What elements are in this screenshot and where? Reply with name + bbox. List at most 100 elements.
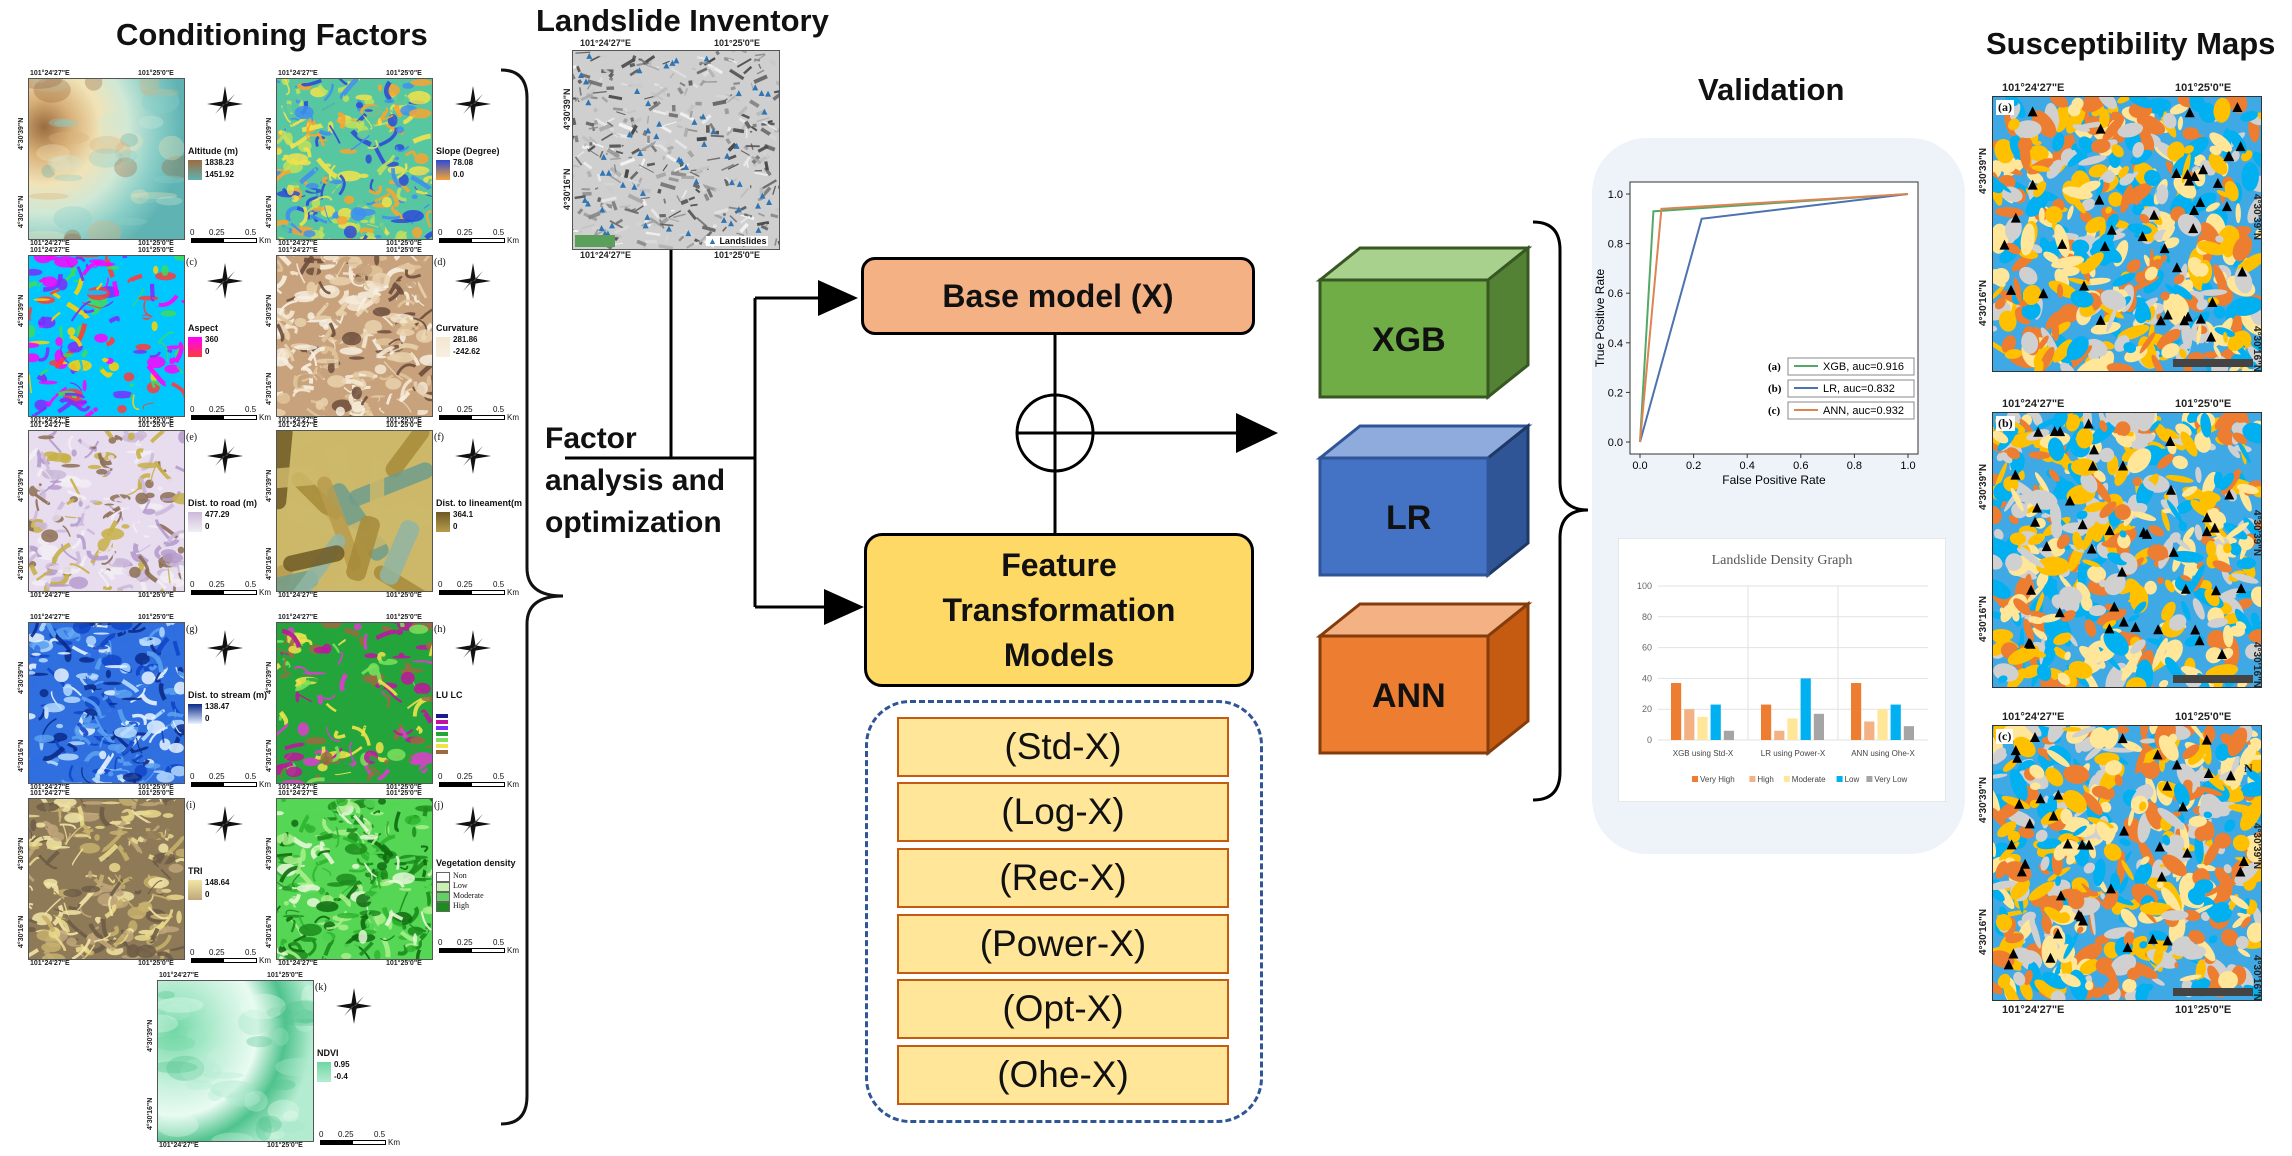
- lulc-class-swatch: [436, 720, 448, 724]
- factor-lon-west-bottom: 101°24'27"E: [30, 417, 70, 424]
- roc-legend-key: (b): [1768, 383, 1782, 395]
- factor-lon-west: 101°24'27"E: [30, 422, 70, 429]
- scale-zero: 0: [438, 228, 443, 237]
- north-arrow-icon: [207, 630, 243, 666]
- base-model-box: Base model (X): [861, 257, 1255, 335]
- susc-lat-right-bottom: 4°30'16"N: [2251, 642, 2262, 689]
- susceptibility-maps-heading: Susceptibility Maps: [1986, 26, 2276, 61]
- feature-line-3: Models: [1003, 636, 1115, 673]
- roc-legend-key: (a): [1768, 361, 1781, 373]
- density-legend-label: Moderate: [1792, 775, 1826, 784]
- scale-mid: 0.25: [338, 1130, 354, 1139]
- factor-map-i: [28, 798, 185, 960]
- north-arrow-icon: [207, 263, 243, 299]
- transform-rec: (Rec-X): [897, 848, 1229, 908]
- scale-zero: 0: [319, 1130, 324, 1139]
- roc-y-tick: 0.2: [1608, 387, 1623, 399]
- xgb-cube: [1315, 244, 1533, 401]
- density-title: Landslide Density Graph: [1712, 553, 1853, 568]
- susc-lat-right-bottom: 4°30'16"N: [2251, 955, 2262, 1002]
- susceptibility-map-label: (c): [1996, 729, 2014, 744]
- factor-lon-west-bottom: 101°24'27"E: [278, 240, 318, 247]
- inventory-legend-label: Landslides: [719, 236, 767, 246]
- scale-max: 0.5: [493, 772, 505, 781]
- factor-lon-east-bottom: 101°25'0"E: [386, 960, 422, 967]
- inventory-lon-east-top: 101°25'0"E: [714, 38, 761, 48]
- legend-high: 138.47: [205, 702, 230, 711]
- scale-unit: Km: [259, 588, 271, 597]
- factor-map-h: [276, 622, 433, 784]
- veg-class-swatch: [436, 902, 450, 912]
- roc-y-tick: 0.6: [1608, 288, 1623, 300]
- density-bar: [1671, 683, 1682, 740]
- factor-lon-west-bottom: 101°24'27"E: [278, 784, 318, 791]
- ann-cube: [1315, 600, 1533, 757]
- susceptibility-map-label: (a): [1996, 100, 2014, 115]
- legend-swatch: [317, 1062, 331, 1082]
- susc-lat-bottom: 4°30'16"N: [1978, 595, 1989, 642]
- factor-map-k: [157, 980, 314, 1142]
- scale-unit: Km: [507, 413, 519, 422]
- scale-zero: 0: [438, 580, 443, 589]
- factor-lon-east-bottom: 101°25'0"E: [138, 240, 174, 247]
- transform-opt-label: (Opt-X): [1002, 988, 1124, 1029]
- legend-high: 281.86: [453, 335, 478, 344]
- factor-lon-west: 101°24'27"E: [30, 70, 70, 77]
- lulc-class-swatch: [436, 714, 448, 718]
- density-bar: [1774, 730, 1785, 740]
- legend-title: Vegetation density: [436, 858, 516, 868]
- scale-unit: Km: [259, 780, 271, 789]
- legend-swatch: [188, 512, 202, 532]
- factor-map-e: [28, 430, 185, 592]
- susc-lat-right-top: 4°30'39"N: [2251, 194, 2262, 241]
- legend-swatch: [188, 160, 202, 180]
- factor-lon-west-bottom: 101°24'27"E: [30, 960, 70, 967]
- density-bar: [1903, 726, 1914, 740]
- scale-unit: Km: [507, 588, 519, 597]
- lulc-class-swatch: [436, 750, 448, 754]
- factor-lon-west-bottom: 101°24'27"E: [278, 592, 318, 599]
- transform-std-label: (Std-X): [1004, 726, 1122, 767]
- veg-class-swatch: [436, 872, 450, 882]
- scale-bar: [191, 782, 257, 787]
- legend-swatch: [436, 337, 450, 357]
- factor-map-j: [276, 798, 433, 960]
- legend-swatch: [188, 337, 202, 357]
- legend-low: 0.0: [453, 170, 465, 179]
- density-y-tick: 40: [1642, 673, 1652, 683]
- susc-lat-right-bottom: 4°30'16"N: [2251, 326, 2262, 373]
- transform-ohe: (Ohe-X): [897, 1045, 1229, 1105]
- scale-bar: [439, 590, 505, 595]
- factor-panel-label: (e): [186, 432, 198, 443]
- factor-lon-west: 101°24'27"E: [278, 422, 318, 429]
- susceptibility-map: [1992, 412, 2262, 688]
- factor-panel-label: (c): [186, 257, 198, 268]
- factor-lon-west: 101°24'27"E: [278, 790, 318, 797]
- roc-legend-label: XGB, auc=0.916: [1823, 361, 1904, 373]
- lulc-class-swatch: [436, 738, 448, 742]
- factor-map-a: [28, 78, 185, 240]
- scale-max: 0.5: [493, 580, 505, 589]
- legend-title: Curvature: [436, 323, 479, 333]
- north-arrow-icon: [455, 263, 491, 299]
- factor-lon-east: 101°25'0"E: [386, 790, 422, 797]
- legend-low: -0.4: [334, 1072, 348, 1081]
- feature-transformation-box: Feature Transformation Models: [864, 533, 1254, 687]
- inventory-lon-west-bottom: 101°24'27"E: [580, 250, 632, 260]
- ann-label: ANN: [1372, 677, 1446, 715]
- feature-line-2: Transformation: [942, 591, 1176, 628]
- factor-lon-east-bottom: 101°25'0"E: [386, 592, 422, 599]
- legend-low: 0: [205, 522, 210, 531]
- roc-y-tick: 0.4: [1608, 338, 1623, 350]
- lr-label: LR: [1386, 499, 1432, 537]
- transform-ohe-label: (Ohe-X): [997, 1054, 1129, 1095]
- scale-unit: Km: [507, 780, 519, 789]
- factor-map-g: [28, 622, 185, 784]
- roc-x-tick: 1.0: [1900, 460, 1915, 472]
- density-category-label: ANN using Ohe-X: [1851, 749, 1915, 758]
